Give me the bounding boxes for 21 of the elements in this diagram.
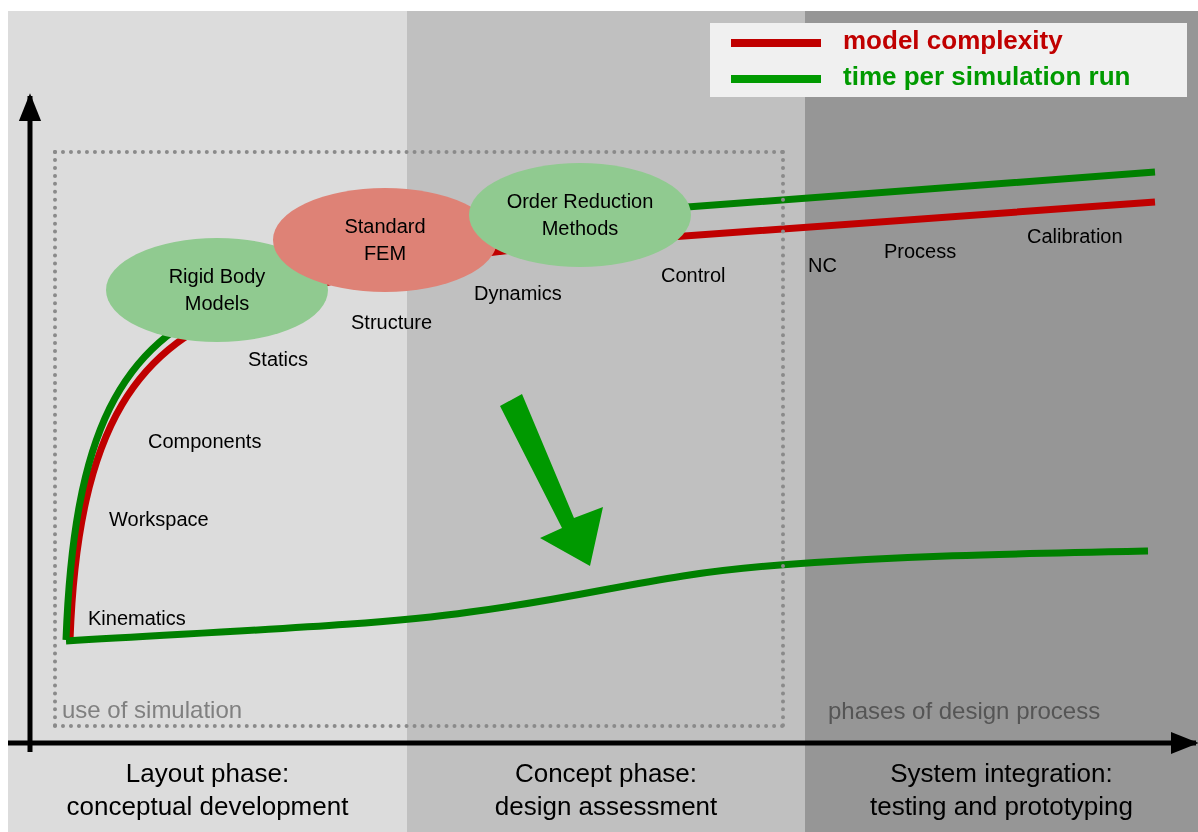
stage-label: Process: [884, 240, 957, 263]
legend-text: time per simulation run: [843, 61, 1131, 92]
axis-caption: phases of design process: [828, 697, 1101, 725]
method-label: Rigid Body Models: [167, 264, 267, 316]
stage-label: Workspace: [109, 508, 209, 531]
stage-label: Statics: [248, 348, 309, 371]
stage-label: Calibration: [1027, 225, 1123, 248]
stage-label: Structure: [351, 311, 433, 334]
dotted-region: [53, 150, 785, 728]
region-label: use of simulation: [62, 696, 243, 724]
legend-text: model complexity: [843, 25, 1063, 56]
method-label: Order Reduction Methods: [505, 189, 655, 241]
stage-label: NC: [808, 254, 837, 277]
phase-label: Concept phase: design assessment: [493, 757, 719, 823]
stage-label: Components: [148, 430, 262, 453]
stage-label: Kinematics: [88, 607, 186, 630]
phase-label: Layout phase: conceptual development: [65, 757, 350, 823]
stage-label: Dynamics: [474, 282, 562, 305]
phase-label: System integration: testing and prototyping: [868, 757, 1135, 823]
stage-label: Control: [661, 264, 726, 287]
method-label: Standard FEM: [343, 214, 427, 266]
